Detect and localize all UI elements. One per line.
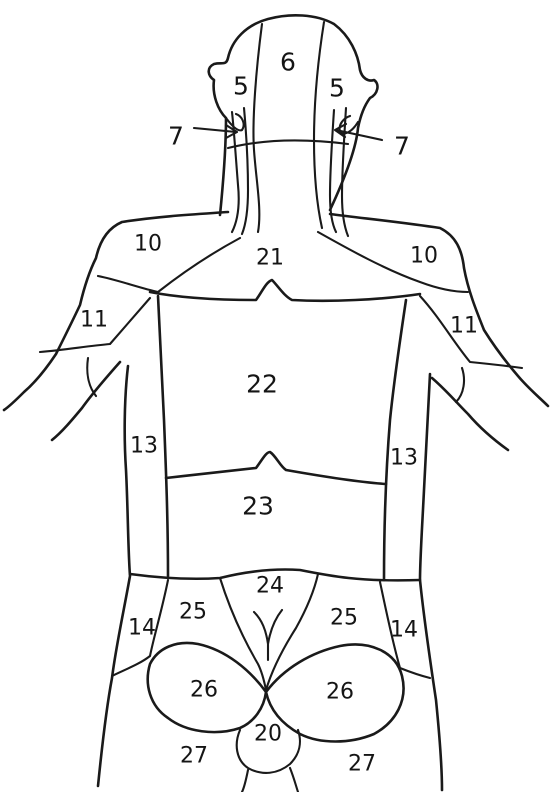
label-thigh-left: 27 <box>180 744 208 769</box>
label-anal: 20 <box>254 722 282 747</box>
head-division-right <box>314 22 324 228</box>
label-lower-back: 23 <box>242 492 274 521</box>
label-upper-arm-left: 11 <box>80 308 108 333</box>
label-shoulder-left: 10 <box>134 232 162 257</box>
flank-right-inner <box>384 300 406 580</box>
label-buttock-left: 26 <box>190 678 218 703</box>
label-head-right: 5 <box>329 74 345 103</box>
label-thigh-right: 27 <box>348 752 376 777</box>
label-shoulder-right: 10 <box>410 244 438 269</box>
mid-lower-back-divider <box>166 452 386 484</box>
arrow-left <box>194 128 236 132</box>
label-lumbar-right: 25 <box>330 606 358 631</box>
elbow-right <box>456 368 464 402</box>
label-ear-arrow-left: 7 <box>168 122 184 151</box>
label-flank-left: 13 <box>130 434 158 459</box>
sacrum-y-symbol <box>254 610 282 660</box>
head-division-left <box>253 24 262 232</box>
label-head-top: 6 <box>280 48 296 77</box>
shoulder-line-right <box>330 214 548 406</box>
flank-right-outer <box>420 374 442 790</box>
label-upper-back: 21 <box>256 246 284 271</box>
label-buttock-right: 26 <box>326 680 354 705</box>
arm-lower-right <box>432 378 508 450</box>
head-outline <box>209 15 378 215</box>
gluteal-cleft <box>242 770 248 792</box>
label-flank-right: 13 <box>390 446 418 471</box>
shoulder-line-left <box>4 212 228 410</box>
shoulder-cap-right-divider <box>318 232 468 292</box>
label-ear-arrow-right: 7 <box>394 132 410 161</box>
flank-left-inner <box>158 296 168 576</box>
label-head-left: 5 <box>233 72 249 101</box>
upper-back-lower-edge <box>150 280 420 301</box>
label-mid-back: 22 <box>246 370 278 399</box>
label-upper-arm-right: 11 <box>450 314 478 339</box>
flank-left-outer <box>98 366 130 786</box>
label-hip-right: 14 <box>390 618 418 643</box>
label-sacrum: 24 <box>256 574 284 599</box>
gluteal-cleft-right <box>290 768 298 792</box>
ear-left <box>226 114 244 130</box>
label-lumbar-left: 25 <box>179 600 207 625</box>
label-hip-left: 14 <box>128 616 156 641</box>
shoulder-cap-left-divider <box>98 238 240 292</box>
arm-lower-left <box>52 362 120 440</box>
